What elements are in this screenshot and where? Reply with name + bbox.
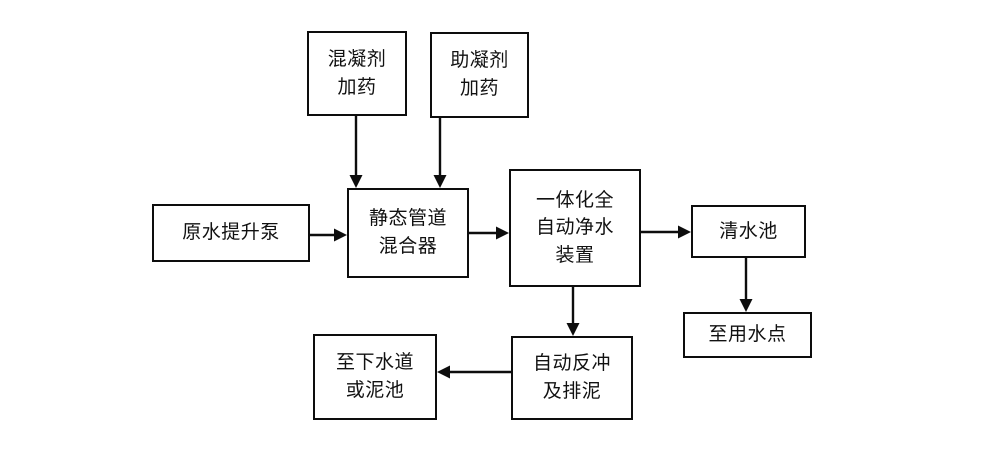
node-label-raw-water-pump: 原水提升泵: [182, 221, 280, 244]
edge-coagulant-to-mixer-arrowhead: [349, 175, 363, 188]
edge-purifier-to-backwash: [566, 287, 580, 336]
edge-mixer-to-purifier-arrowhead: [496, 226, 509, 240]
node-label-clear-water-tank: 清水池: [719, 219, 778, 242]
edge-pump-to-mixer: [310, 228, 347, 242]
edge-pump-to-mixer-arrowhead: [334, 228, 347, 242]
node-label-flocculant-dosing: 助凝剂 加药: [450, 49, 509, 99]
node-static-pipe-mixer: 静态管道 混合器: [347, 188, 469, 278]
edge-coagulant-to-mixer: [349, 116, 363, 188]
edge-purifier-to-tank-arrowhead: [678, 225, 691, 239]
node-label-to-water-point: 至用水点: [708, 323, 787, 346]
edge-tank-to-water-point: [739, 258, 753, 312]
edge-flocculant-to-mixer-arrowhead: [433, 175, 447, 188]
node-to-sewer-sludge: 至下水道 或泥池: [313, 334, 437, 420]
node-auto-backwash: 自动反冲 及排泥: [511, 336, 633, 420]
node-integrated-purifier: 一体化全 自动净水 装置: [509, 169, 641, 287]
edge-mixer-to-purifier: [469, 226, 509, 240]
node-coagulant-dosing: 混凝剂 加药: [307, 31, 407, 116]
node-label-auto-backwash: 自动反冲 及排泥: [532, 352, 611, 402]
node-to-water-point: 至用水点: [683, 312, 812, 358]
edge-backwash-to-sewer: [437, 365, 511, 379]
node-clear-water-tank: 清水池: [691, 205, 806, 258]
edge-flocculant-to-mixer: [433, 118, 447, 188]
node-label-integrated-purifier: 一体化全 自动净水 装置: [535, 188, 614, 266]
edge-backwash-to-sewer-arrowhead: [437, 365, 450, 379]
node-raw-water-pump: 原水提升泵: [152, 204, 310, 262]
node-label-to-sewer-sludge: 至下水道 或泥池: [335, 351, 414, 401]
edge-tank-to-water-point-arrowhead: [739, 299, 753, 312]
node-flocculant-dosing: 助凝剂 加药: [430, 32, 529, 118]
node-label-static-pipe-mixer: 静态管道 混合器: [368, 207, 447, 257]
node-label-coagulant-dosing: 混凝剂 加药: [327, 47, 387, 98]
edge-purifier-to-tank: [641, 225, 691, 239]
edge-purifier-to-backwash-arrowhead: [566, 323, 580, 336]
